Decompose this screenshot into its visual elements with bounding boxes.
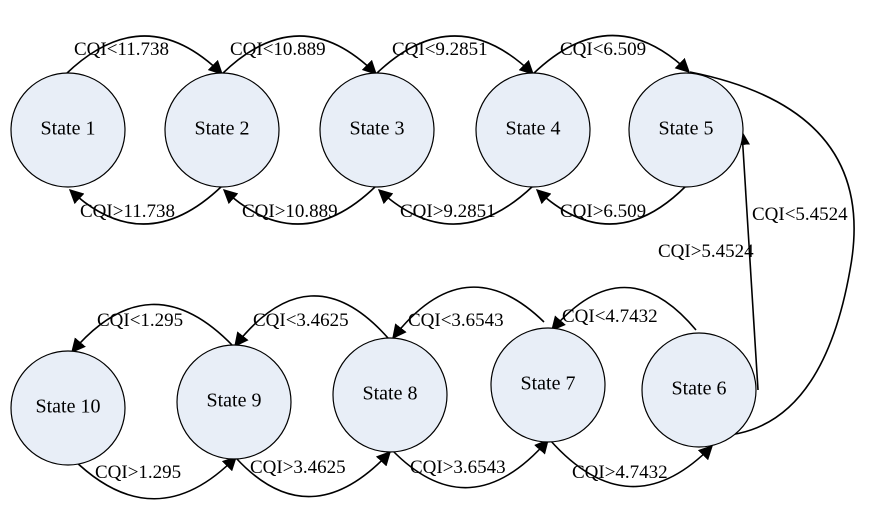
state-8-label: State 8 [363, 383, 418, 405]
arrow-s9-s10 [71, 303, 234, 354]
arrow-s3-s2 [222, 185, 377, 225]
state-7-node: State 7 [490, 327, 606, 443]
arrow-s8-s9 [234, 295, 389, 348]
state-1-label: State 1 [41, 118, 96, 140]
transition-label-s8-s7: CQI>3.6543 [410, 457, 506, 478]
transition-label-s2-s3: CQI<10.889 [230, 39, 326, 60]
arrow-s9-s8 [235, 450, 391, 498]
transition-label-s9-s10: CQI<1.295 [97, 310, 183, 331]
transition-label-s3-s4: CQI<9.2851 [392, 39, 488, 60]
transition-label-s3-s2: CQI>10.889 [242, 201, 338, 222]
arrow-s10-s9 [71, 455, 238, 500]
transition-label-s6-s7: CQI<4.7432 [562, 306, 658, 327]
transition-label-s4-s3: CQI>9.2851 [400, 201, 496, 222]
state-8-node: State 8 [332, 337, 448, 453]
state-7-label: State 7 [521, 373, 576, 395]
arrow-s2-s1 [68, 185, 223, 225]
transition-label-s9-s8: CQI>3.4625 [250, 457, 346, 478]
arrow-s4-s3 [377, 185, 534, 225]
transition-label-s10-s9: CQI>1.295 [95, 462, 181, 483]
state-10-node: State 10 [10, 350, 126, 466]
arrow-s6-s7 [551, 286, 697, 332]
state-9-node: State 9 [176, 344, 292, 460]
state-4-node: State 4 [475, 72, 591, 188]
state-5-node: State 5 [628, 72, 744, 188]
transition-label-s7-s6: CQI>4.7432 [572, 462, 668, 483]
state-10-label: State 10 [36, 396, 101, 418]
transition-label-s5-s4: CQI>6.509 [560, 201, 646, 222]
state-3-label: State 3 [350, 118, 405, 140]
arrow-s5-s6 [689, 71, 855, 444]
arrow-s3-s4 [375, 35, 535, 76]
transition-label-s6-s5: CQI>5.4524 [658, 241, 754, 262]
state-2-label: State 2 [195, 118, 250, 140]
state-1-node: State 1 [10, 72, 126, 188]
arrow-s6-s5 [735, 130, 759, 391]
arrow-s4-s5 [532, 34, 691, 75]
transition-label-s4-s5: CQI<6.509 [560, 39, 646, 60]
state-6-label: State 6 [672, 378, 727, 400]
state-5-label: State 5 [659, 118, 714, 140]
arrow-s7-s6 [549, 439, 714, 488]
arrow-s7-s8 [392, 286, 545, 340]
state-3-node: State 3 [319, 72, 435, 188]
transition-label-s7-s8: CQI<3.6543 [408, 310, 504, 331]
arrow-s8-s7 [391, 438, 549, 489]
transition-label-s8-s9: CQI<3.4625 [253, 310, 349, 331]
state-6-node: State 6 [641, 332, 757, 448]
transition-label-s1-s2: CQI<11.738 [74, 39, 169, 60]
transition-label-s2-s1: CQI>11.738 [80, 201, 175, 222]
transition-label-s5-s6: CQI<5.4524 [752, 204, 848, 225]
arrow-s1-s2 [65, 35, 224, 76]
arrow-s2-s3 [221, 35, 378, 76]
state-2-node: State 2 [164, 72, 280, 188]
state-9-label: State 9 [207, 390, 262, 412]
state-4-label: State 4 [506, 118, 561, 140]
arrow-s5-s4 [535, 185, 687, 225]
